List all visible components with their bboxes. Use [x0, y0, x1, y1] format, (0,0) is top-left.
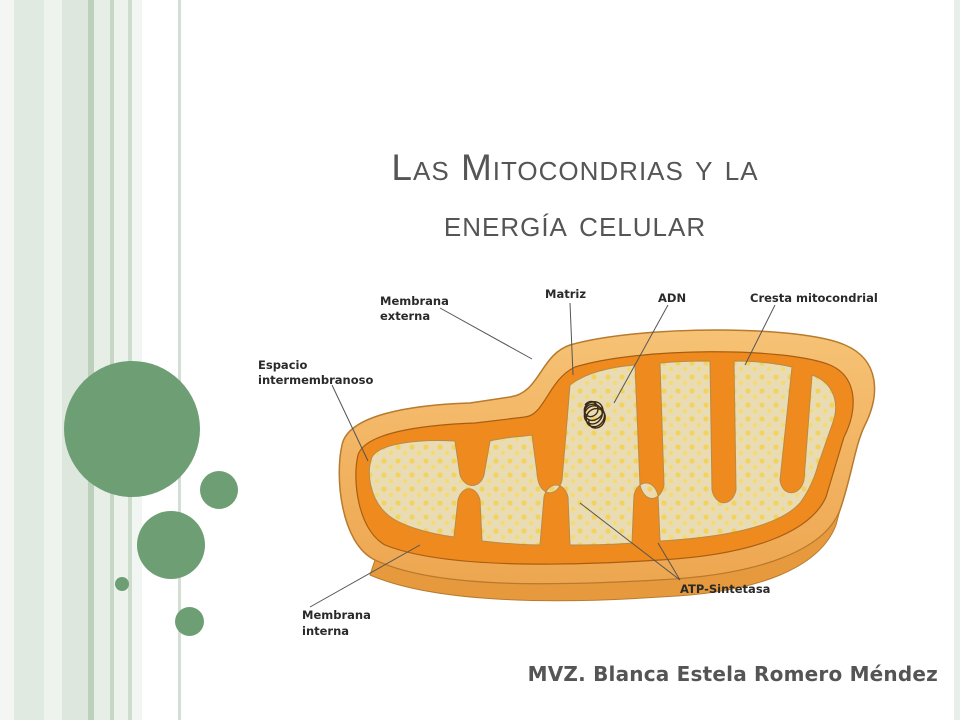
stripe [62, 0, 88, 720]
label-membrana-externa-2: externa [380, 309, 430, 323]
matrix [368, 360, 836, 546]
stripe [44, 0, 62, 720]
stripe [88, 0, 94, 720]
label-membrana-interna-1: Membrana [302, 608, 371, 622]
label-espacio-2: intermembranoso [258, 373, 373, 387]
stripe [114, 0, 128, 720]
label-matriz: Matriz [545, 287, 586, 301]
mitochondria-diagram: Membrana externa Matriz ADN Cresta mitoc… [258, 287, 878, 638]
stripe [110, 0, 114, 720]
label-atp-sintetasa: ATP-Sintetasa [680, 582, 770, 596]
title-line-2: energía celular [443, 203, 707, 244]
label-adn: ADN [658, 291, 686, 305]
label-espacio-1: Espacio [258, 358, 307, 372]
stripe [128, 0, 132, 720]
stripe [178, 0, 181, 720]
title-line-1: Las Mitocondrias y la [391, 147, 759, 188]
label-cresta: Cresta mitocondrial [750, 291, 878, 305]
label-membrana-externa-1: Membrana [380, 294, 449, 308]
decorative-circle-large [64, 361, 200, 497]
label-membrana-interna-2: interna [302, 624, 349, 638]
leader-lines [309, 302, 776, 608]
dna-strand [583, 400, 606, 429]
stripe [14, 0, 44, 720]
stripe [0, 0, 14, 720]
slide-title: Las Mitocondrias y la energía celular [190, 140, 960, 252]
stripe [94, 0, 110, 720]
decorative-circle-tiny [115, 577, 129, 591]
author-name: MVZ. Blanca Estela Romero Méndez [527, 662, 938, 686]
right-edge-stripe [954, 0, 960, 720]
decorative-circle-small [175, 607, 204, 636]
outer-membrane-edge [369, 509, 841, 602]
decorative-stripes [0, 0, 190, 720]
decorative-circle-medium [137, 511, 205, 579]
decorative-circle-small [200, 471, 238, 509]
stripe [132, 0, 142, 720]
